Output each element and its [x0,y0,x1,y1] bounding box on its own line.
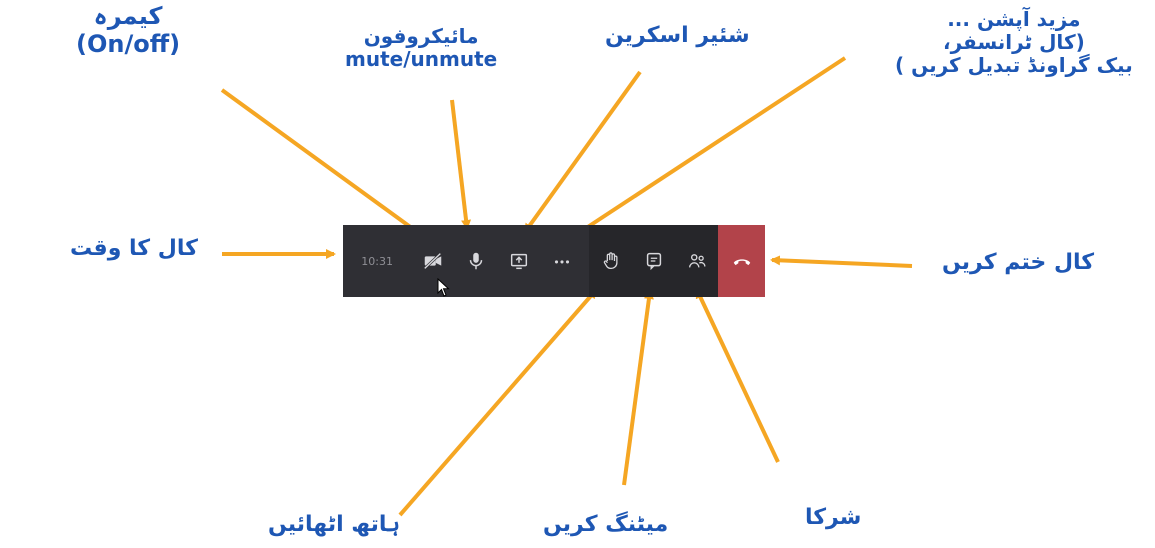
label-share-screen: شئیر اسکرین [605,23,750,48]
hang-up-icon [733,259,750,266]
label-participants: شرکا [805,505,862,530]
call-toolbar: 10:31 [343,225,765,297]
label-microphone: مائیکروفون mute/unmute [345,25,497,71]
meeting-controls [589,225,718,297]
label-camera: کیمرہ (On/off) [76,2,181,58]
label-more-options-line3: بیک گراونڈ تبدیل کریں ) [895,53,1133,77]
participants-button[interactable] [675,225,718,297]
call-timer: 10:31 [343,225,412,297]
label-chat: میٹنگ کریں [543,512,669,537]
label-camera-toggle: (On/off) [76,29,181,58]
chat-icon [646,252,661,271]
end-call-button[interactable] [718,225,765,297]
mouse-cursor-icon [437,278,450,297]
arrow-camera [220,88,422,236]
arrow-raise-hand [398,288,598,517]
camera-toggle-button[interactable] [411,225,454,297]
arrow-chat [622,289,654,486]
label-microphone-toggle: mute/unmute [345,47,498,71]
raise-hand-button[interactable] [589,225,632,297]
label-microphone-urdu: مائیکروفون [363,24,479,48]
share-screen-icon [510,253,527,270]
arrow-more-options [572,56,847,238]
label-call-time: کال کا وقت [70,236,198,261]
label-more-options-line1: مزید آپشن ... [947,7,1081,31]
microphone-icon [469,252,482,270]
more-options-icon [554,260,569,264]
camera-off-icon [423,252,441,270]
arrow-microphone [450,99,472,230]
label-camera-urdu: کیمرہ [93,2,163,30]
arrow-share-screen [523,70,642,234]
label-more-options-line2: (کال ٹرانسفر، [943,30,1085,54]
arrow-participants [695,288,780,463]
more-options-button[interactable] [540,225,583,297]
arrow-end-call [770,255,913,268]
microphone-toggle-button[interactable] [454,225,497,297]
label-more-options: مزید آپشن ... (کال ٹرانسفر، بیک گراونڈ ت… [895,8,1133,77]
raise-hand-icon [603,252,618,269]
label-end-call: کال ختم کریں [942,250,1095,275]
share-screen-button[interactable] [497,225,540,297]
label-raise-hand: ہاتھ اٹھائیں [268,512,401,537]
participants-icon [688,254,706,268]
chat-button[interactable] [632,225,675,297]
